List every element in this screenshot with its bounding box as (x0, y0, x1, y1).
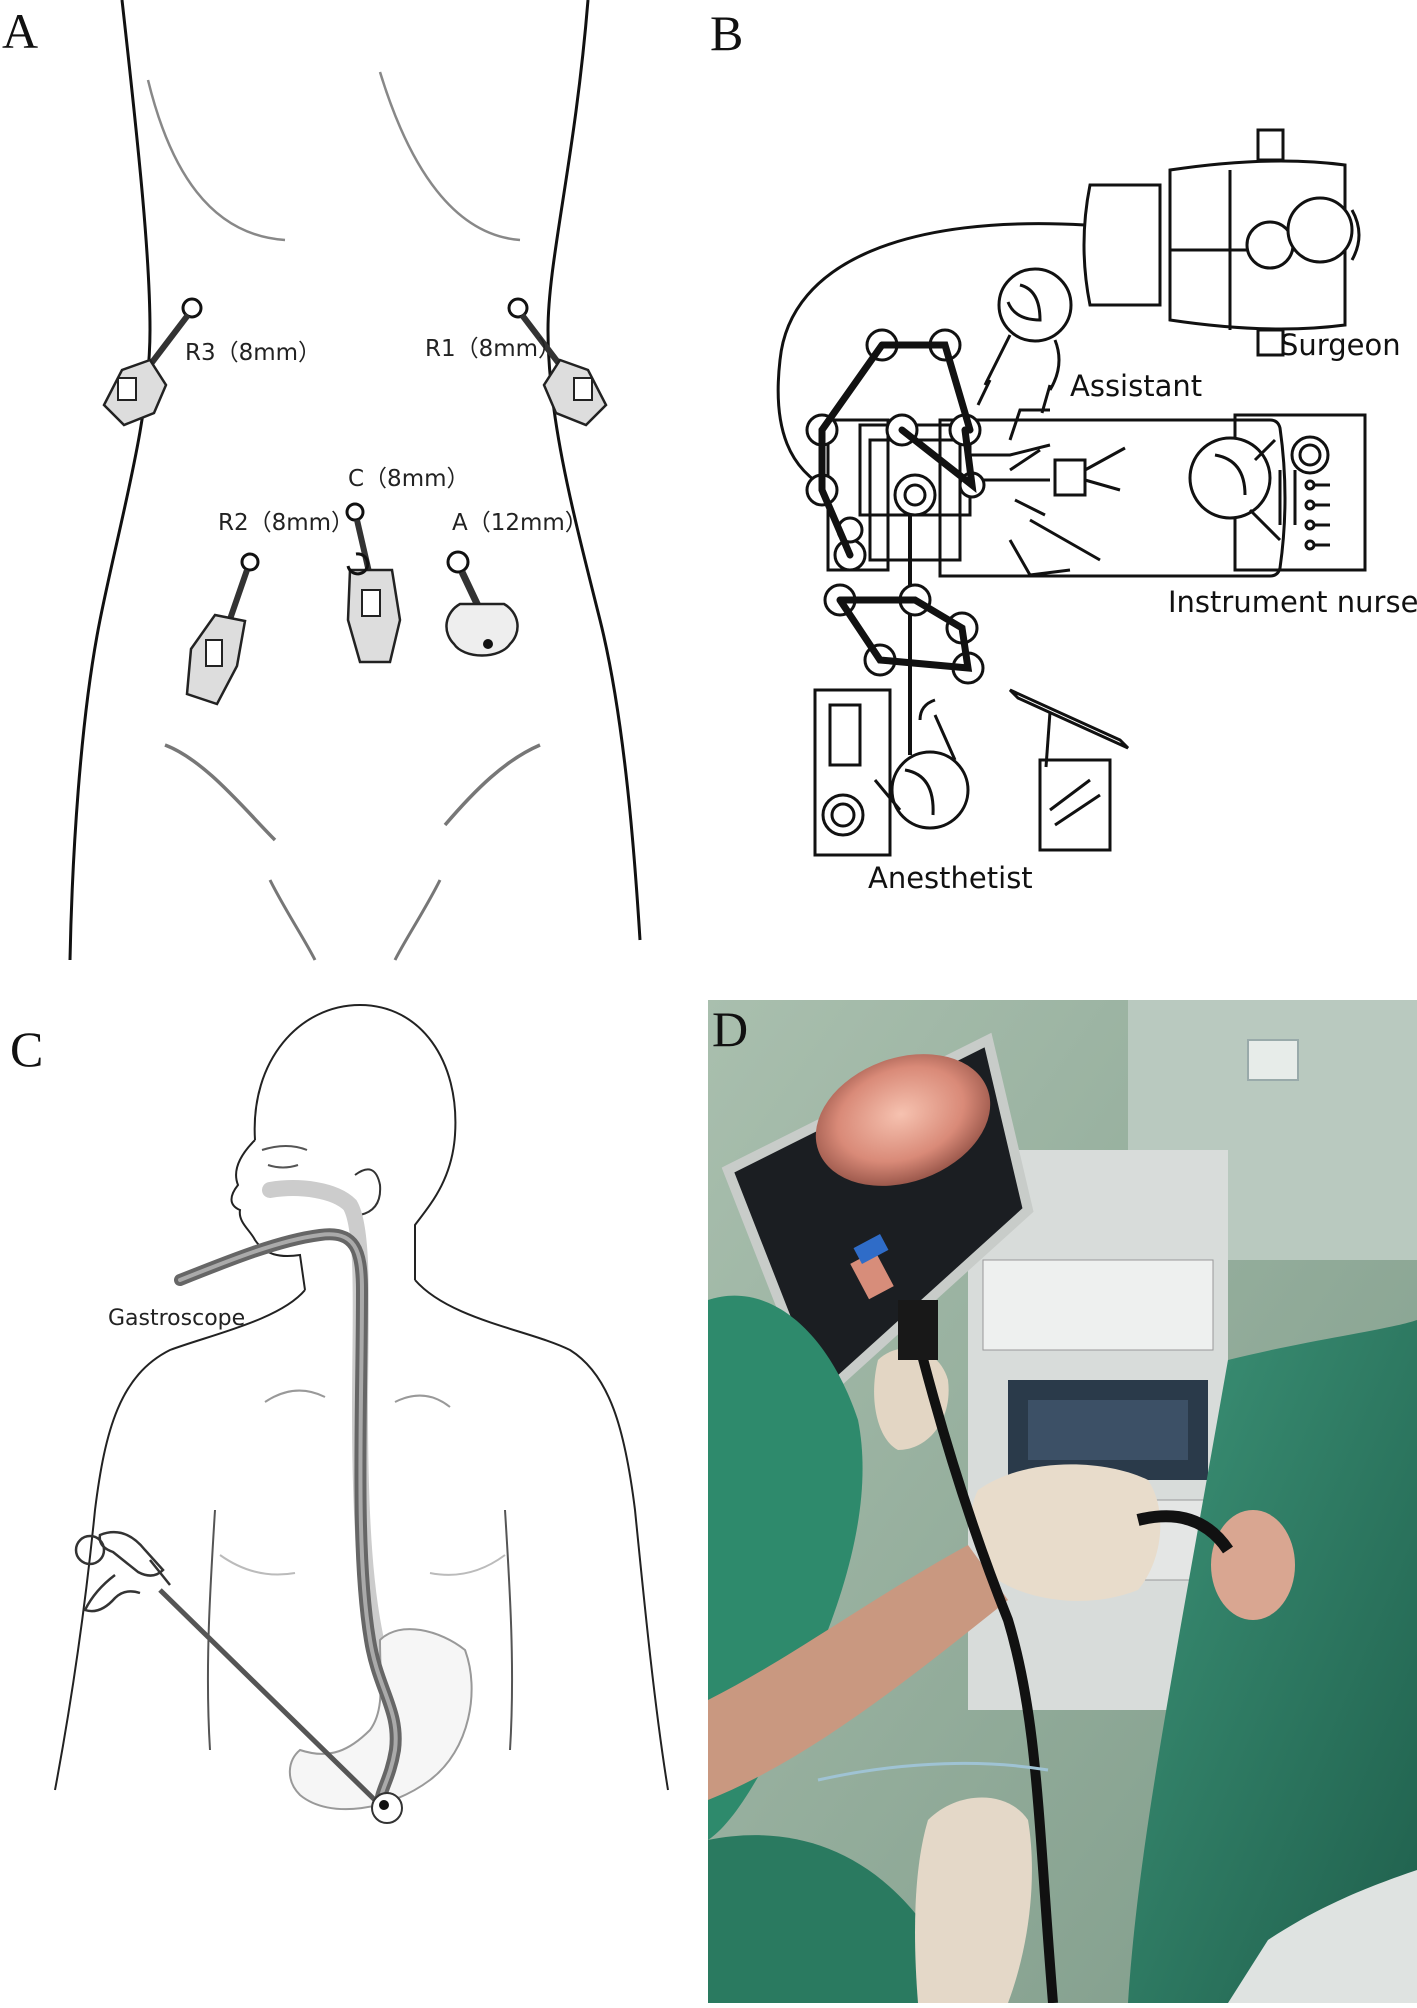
port-label-c: C（8mm） (348, 466, 470, 492)
gastroscope-insertion-diagram: Gastroscope (54, 1003, 669, 1824)
instrument-nurse-figure (1188, 413, 1367, 572)
body-outline-right (546, 0, 642, 941)
panel-b-letter: B (710, 5, 744, 61)
port-r2 (185, 552, 260, 706)
assistant-figure (976, 267, 1073, 414)
monitor-stand (1008, 688, 1130, 852)
surgical-drape-right (1128, 1320, 1417, 2003)
laparoscopic-grasper (74, 1530, 382, 1807)
port-r1 (507, 297, 608, 427)
rib-line-left (146, 79, 286, 242)
robot-cart (826, 408, 1126, 755)
port-label-r1: R1（8mm） (425, 336, 561, 362)
endoscope-cable (908, 1318, 1058, 2004)
groin-line-left (164, 743, 277, 842)
role-label-anesthetist: Anesthetist (868, 861, 1033, 895)
groin-line-right (443, 743, 541, 827)
role-label-assistant: Assistant (1070, 369, 1202, 403)
operating-table (938, 418, 1287, 578)
role-label-instrument-nurse: Instrument nurse (1168, 585, 1417, 619)
abdomen-port-diagram: R3（8mm） R1（8mm） C（8mm） R2（8mm） A（12mm） (68, 0, 642, 961)
panel-a: A (0, 0, 700, 980)
port-r3 (102, 297, 203, 427)
panel-d-letter: D (712, 1001, 749, 1057)
head-outline (253, 1003, 457, 1280)
role-label-surgeon: Surgeon (1280, 328, 1401, 362)
port-a (445, 550, 519, 657)
ear (354, 1168, 382, 1216)
port-label-a: A（12mm） (452, 510, 588, 536)
gloved-hand-lower (915, 1797, 1032, 2003)
gloved-hand-upper (970, 1464, 1161, 1601)
torso-outline (54, 1289, 306, 1791)
rib-line-right (378, 71, 521, 242)
panel-d: D (708, 1000, 1417, 2004)
console-cable (776, 222, 1086, 492)
thigh-line-right (393, 879, 442, 961)
port-c (345, 502, 402, 664)
panel-c-letter: C (10, 1021, 44, 1077)
anesthesia-machine (813, 688, 892, 857)
intraoperative-photo (708, 1000, 1417, 2004)
panel-a-letter: A (2, 3, 39, 59)
surgeon-console (1082, 128, 1361, 357)
panel-c: C (0, 990, 700, 2003)
anesthetist-figure (873, 698, 970, 830)
port-label-r3: R3（8mm） (185, 340, 321, 366)
surgeon-forearm (708, 1545, 1008, 1800)
thigh-line-left (268, 879, 317, 961)
operating-room-layout-diagram: Surgeon Assistant Instrument nurse Anest… (776, 128, 1417, 895)
panel-b: B (710, 0, 1417, 980)
body-outline-left (68, 0, 152, 961)
gastroscope-label: Gastroscope (108, 1306, 245, 1331)
face-outline (230, 1139, 306, 1291)
port-label-r2: R2（8mm） (218, 510, 354, 536)
